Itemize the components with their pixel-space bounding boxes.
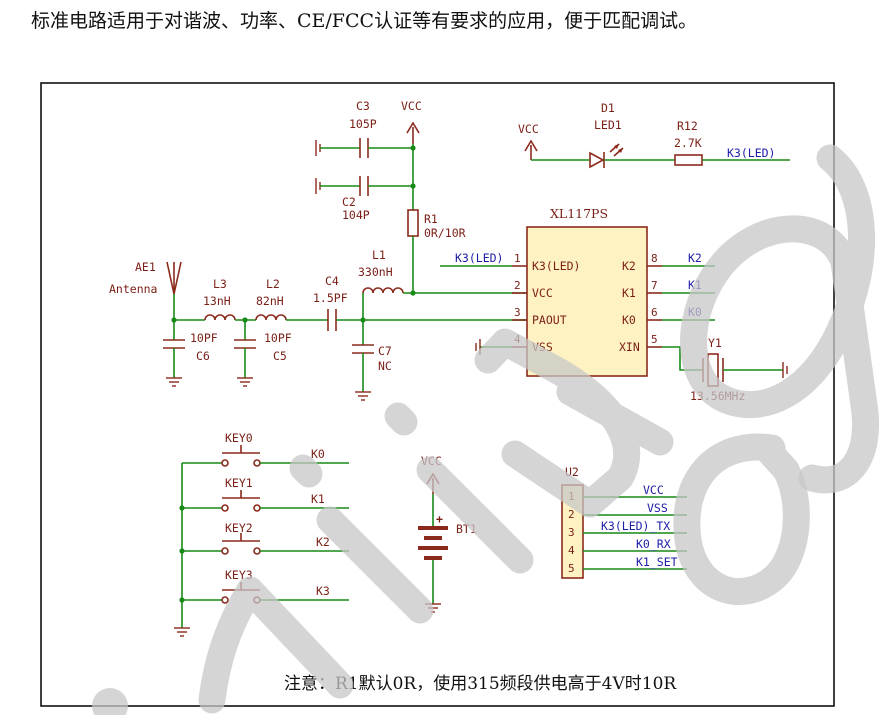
chip-pin-num-2: 2	[514, 279, 521, 292]
capacitor-c2-symbol	[315, 176, 413, 196]
capacitor-c4-symbol	[327, 309, 337, 331]
r1-ref: R1	[424, 212, 438, 226]
y1-ref: Y1	[708, 336, 722, 350]
c5-ref: C5	[273, 349, 287, 363]
key2-label: KEY2	[225, 521, 253, 535]
net-label-key-k2: K2	[316, 535, 330, 549]
inductor-l2-symbol	[255, 314, 287, 321]
c2-value: 104P	[342, 208, 370, 222]
d1-ref: D1	[601, 101, 615, 115]
d1-value: LED1	[594, 118, 622, 132]
chip-pin-num-1: 1	[514, 252, 521, 265]
sheet-border	[40, 82, 835, 707]
l3-value: 13nH	[203, 294, 231, 308]
resistor-r1-symbol	[407, 209, 419, 237]
c3-ref: C3	[356, 99, 370, 113]
chip-pin-num-6: 6	[651, 306, 658, 319]
chip-pin-name-1: K3(LED)	[532, 259, 580, 273]
u2-net-vcc: VCC	[643, 483, 664, 497]
c7-value: NC	[378, 359, 392, 373]
r12-ref: R12	[677, 119, 698, 133]
net-label-key-k1: K1	[311, 492, 325, 506]
u2-net-k1-set: K1_SET	[636, 555, 678, 569]
header-text: 标准电路适用于对谐波、功率、CE/FCC认证等有要求的应用，便于匹配调试。	[31, 10, 698, 32]
chip-pin-num-7: 7	[651, 279, 658, 292]
u2-pin-2: 2	[568, 508, 575, 521]
u2-net-k3led-tx: K3(LED)_TX	[601, 519, 670, 533]
net-label-k3led-led: K3(LED)	[727, 146, 775, 160]
l2-ref: L2	[266, 277, 280, 291]
led-d1-symbol	[589, 143, 624, 169]
resistor-r12-symbol	[674, 154, 703, 166]
chip-pin-name-5: XIN	[619, 340, 640, 354]
r1-value: 0R/10R	[424, 226, 466, 240]
footer-note: 注意：R1默认0R，使用315频段供电高于4V时10R	[284, 673, 677, 694]
ae1-value: Antenna	[109, 282, 157, 296]
r12-value: 2.7K	[674, 136, 702, 150]
antenna-symbol	[166, 261, 182, 295]
vcc-arrow-led	[524, 139, 538, 160]
capacitor-c6-symbol	[163, 320, 185, 387]
u2-pin-5: 5	[568, 562, 575, 575]
c5-value: 10PF	[264, 331, 292, 345]
chip-pin-num-8: 8	[651, 252, 658, 265]
key1-label: KEY1	[225, 476, 253, 490]
u2-net-k0-rx: K0_RX	[636, 537, 671, 551]
vcc-decoupling-section: VCC C3 105P C2 104P R1 0R/10R	[315, 99, 466, 296]
chip-pin-name-6: K0	[622, 313, 636, 327]
bt1-plus: +	[436, 512, 443, 526]
chip-pin-num-5: 5	[651, 333, 658, 346]
ae1-ref: AE1	[135, 260, 156, 274]
capacitor-c5-symbol	[234, 320, 256, 387]
vcc-arrow-symbol	[406, 121, 420, 144]
chip-pin-name-2: VCC	[532, 286, 553, 300]
u2-net-vss: VSS	[647, 501, 668, 515]
net-label-k2-chip: K2	[688, 251, 702, 265]
key1-switch	[182, 490, 349, 512]
c3-value: 105P	[349, 117, 377, 131]
key0-label: KEY0	[225, 431, 253, 445]
l2-value: 82nH	[256, 294, 284, 308]
inductor-l3-symbol	[204, 314, 236, 321]
led-indicator-section: VCC D1 LED1 R12 2.7K K3(LED)	[518, 101, 790, 169]
c6-value: 10PF	[190, 331, 218, 345]
vcc-label-top: VCC	[401, 99, 422, 113]
battery-bt1-symbol	[418, 526, 448, 560]
u2-pin-4: 4	[568, 544, 575, 557]
rf-matching-section: AE1 Antenna L3 13nH L2 82nH C4 1.5PF	[109, 260, 527, 401]
capacitor-c7-symbol	[352, 320, 374, 401]
l1-value: 330nH	[358, 265, 393, 279]
u2-pin-3: 3	[568, 526, 575, 539]
net-label-key-k3: K3	[316, 584, 330, 598]
net-label-k3led-chip: K3(LED)	[455, 251, 503, 265]
c4-ref: C4	[325, 274, 339, 288]
c2-ref: C2	[342, 195, 356, 209]
c6-ref: C6	[196, 349, 210, 363]
chip-name: XL117PS	[550, 206, 608, 221]
key2-switch	[182, 533, 349, 555]
chip-pin-name-3: PAOUT	[532, 313, 567, 327]
inductor-l1-section: L1 330nH	[358, 248, 527, 320]
vcc-label-led: VCC	[518, 122, 539, 136]
c4-value: 1.5PF	[313, 291, 348, 305]
chip-pin-name-8: K2	[622, 259, 636, 273]
net-label-key-k0: K0	[311, 447, 325, 461]
watermark-logo	[92, 144, 879, 715]
chip-pin-num-3: 3	[514, 306, 521, 319]
capacitor-c3-symbol	[315, 138, 413, 158]
l3-ref: L3	[213, 277, 227, 291]
inductor-l1-symbol	[362, 287, 404, 294]
c7-ref: C7	[378, 344, 392, 358]
l1-ref: L1	[372, 248, 386, 262]
chip-pin-name-7: K1	[622, 286, 636, 300]
